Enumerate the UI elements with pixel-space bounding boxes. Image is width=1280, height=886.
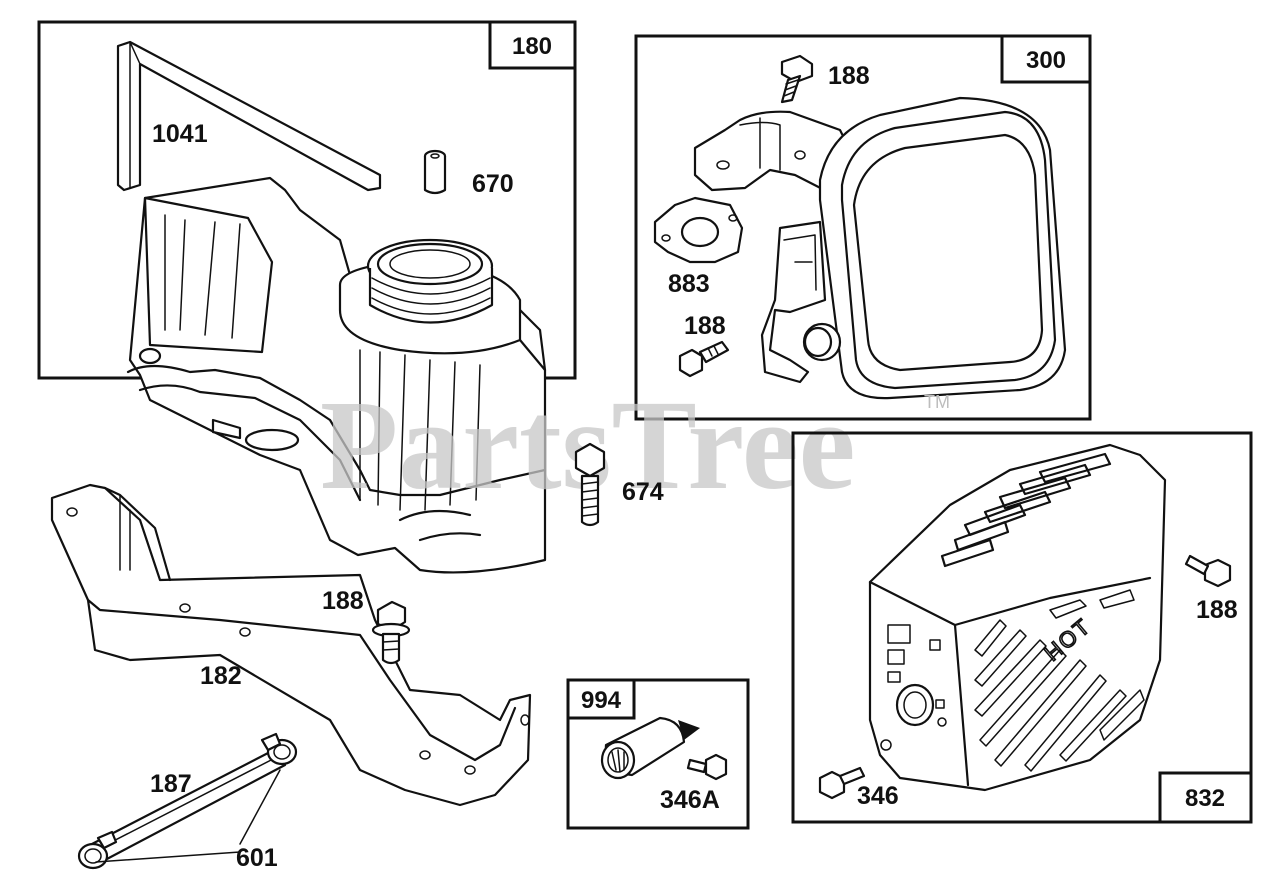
bolt-188-bracket[interactable] (371, 600, 411, 665)
fuel-tank[interactable] (126, 176, 547, 574)
screw-188-guard[interactable] (1184, 554, 1232, 588)
muffler-guard-832[interactable]: HOT (868, 443, 1167, 792)
part-label-346a: 346A (660, 786, 720, 814)
kit-994-label: 994 (581, 687, 622, 714)
spark-arrester-994[interactable] (600, 716, 700, 780)
part-label-601: 601 (236, 844, 278, 872)
part-label-188-top: 188 (828, 62, 870, 90)
exhaust-gasket-883[interactable] (653, 196, 744, 264)
part-label-182: 182 (200, 662, 242, 690)
kit-300-label: 300 (1026, 47, 1066, 74)
watermark-trademark: TM (924, 392, 950, 412)
kit-180-label: 180 (512, 33, 552, 60)
part-label-674: 674 (622, 478, 664, 506)
part-label-1041: 1041 (152, 120, 208, 148)
kit-300-frame: 300 (634, 34, 1092, 421)
part-label-187: 187 (150, 770, 192, 798)
part-label-188-muffler: 188 (684, 312, 726, 340)
muffler[interactable] (760, 96, 1067, 400)
bushing-670[interactable] (423, 149, 447, 195)
exhaust-pipe[interactable] (693, 110, 862, 200)
part-label-883: 883 (668, 270, 710, 298)
kit-994-frame: 994 (566, 678, 750, 830)
bolt-674[interactable] (574, 442, 606, 527)
screw-346[interactable] (818, 766, 866, 800)
part-label-670: 670 (472, 170, 514, 198)
screw-346a[interactable] (686, 753, 728, 781)
oil-fill-tube-1041[interactable] (116, 40, 382, 192)
part-label-188-bracket: 188 (322, 587, 364, 615)
tank-bracket-182[interactable] (50, 483, 532, 807)
screw-188-top[interactable] (780, 54, 814, 104)
kit-832-frame: 832 (791, 431, 1253, 824)
kit-832-label: 832 (1185, 785, 1225, 812)
screw-188-muffler[interactable] (678, 340, 730, 378)
part-label-188-guard: 188 (1196, 596, 1238, 624)
part-label-346: 346 (857, 782, 899, 810)
leader-lines-601 (95, 769, 281, 863)
